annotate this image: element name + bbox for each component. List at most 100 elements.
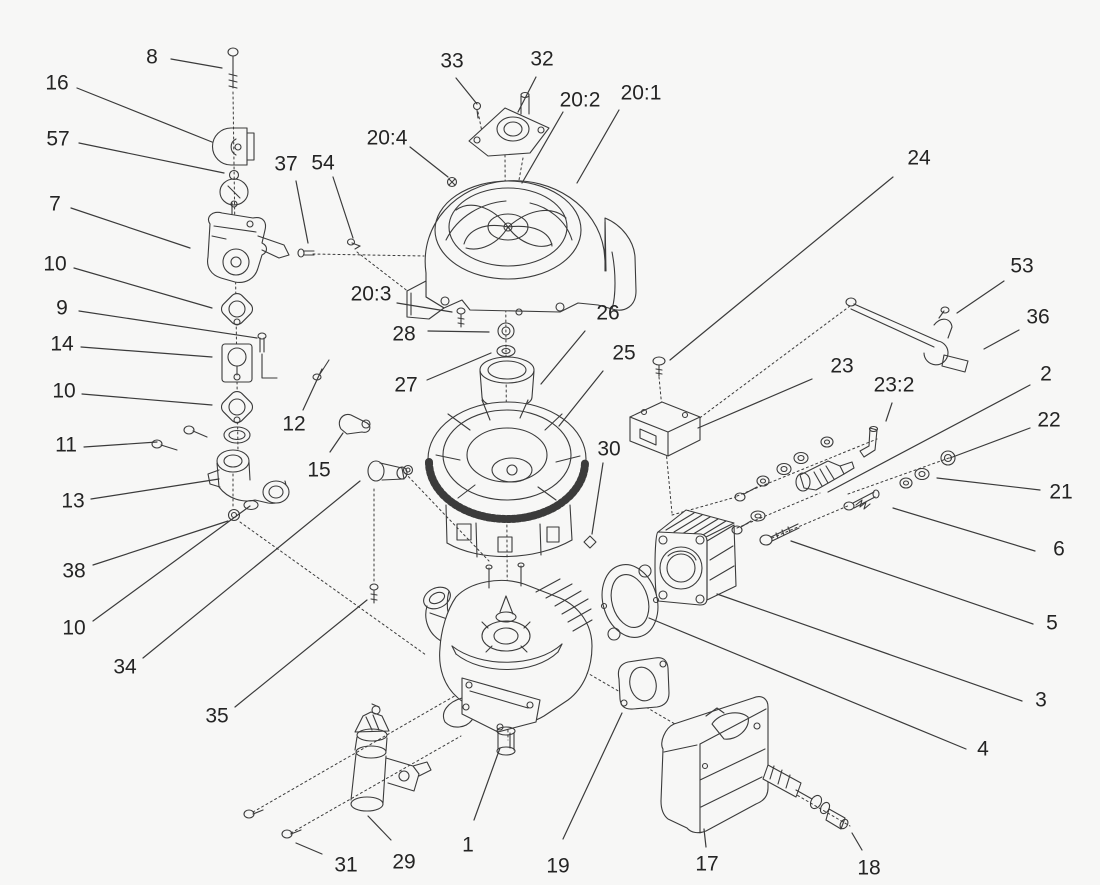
- throttle-linkage-drawing-shape: [823, 439, 831, 445]
- throttle-linkage-drawing: [731, 436, 956, 546]
- engine-block-drawing-shape: [423, 586, 451, 610]
- callout-label-23: 23: [830, 355, 853, 378]
- callout-label-33: 33: [440, 50, 463, 73]
- flywheel-stack-drawing-shape: [425, 458, 589, 523]
- throttle-linkage-drawing-shape: [813, 471, 823, 487]
- spark-plug-drawing-shape: [777, 769, 783, 785]
- callout-leader-28: [427, 330, 490, 333]
- assembly-axis-lines-shape: [252, 693, 459, 813]
- callout-label-54: 54: [311, 152, 335, 175]
- cylinder-head-drawing: [654, 509, 737, 606]
- callout-leader-54: [332, 176, 354, 239]
- cylinder-head-drawing-shape: [654, 531, 708, 606]
- carburetor-intake-stack-drawing-shape: [228, 85, 238, 89]
- engine-block-drawing-shape: [572, 619, 593, 632]
- callout-leader-29: [367, 815, 392, 841]
- callout-leader-21: [936, 477, 1041, 491]
- blower-housing-drawing-shape: [503, 222, 513, 232]
- engine-block-drawing-shape: [535, 578, 561, 593]
- starter-handle-bracket-drawing-shape: [496, 116, 530, 142]
- blower-housing-drawing-shape: [507, 225, 553, 247]
- blower-housing-drawing-shape: [465, 226, 509, 250]
- callout-label-29: 29: [392, 851, 415, 874]
- carburetor-intake-stack-drawing-shape: [212, 127, 248, 166]
- cylinder-head-drawing-shape: [695, 594, 705, 604]
- carburetor-intake-stack-drawing-shape: [268, 485, 284, 499]
- flywheel-stack-drawing-shape: [487, 360, 527, 380]
- assembly-axis-lines-shape: [696, 305, 851, 421]
- cylinder-head-drawing-shape: [665, 512, 695, 531]
- carburetor-intake-stack-drawing-shape: [220, 292, 254, 326]
- muffler-drawing-shape: [705, 707, 725, 717]
- flywheel-stack-drawing-shape: [537, 486, 557, 501]
- assembly-axis-lines: [232, 91, 950, 834]
- throttle-linkage-drawing-shape: [780, 465, 788, 473]
- carburetor-intake-stack-drawing-shape: [262, 480, 290, 504]
- oil-fill-tube-drawing: [243, 703, 432, 839]
- cylinder-head-drawing-shape: [666, 553, 696, 583]
- flywheel-stack-drawing-shape: [481, 399, 491, 421]
- muffler-drawing-shape: [753, 722, 761, 730]
- throttle-linkage-drawing-shape: [740, 520, 752, 528]
- carburetor-intake-stack-drawing: [151, 47, 290, 522]
- spark-plug-drawing-shape: [795, 789, 813, 800]
- callout-leader-10b: [81, 393, 213, 406]
- callout-leader-25: [558, 370, 604, 427]
- blower-housing-drawing-shape: [448, 187, 568, 267]
- oil-fill-tube-drawing-shape: [385, 757, 420, 792]
- governor-lever-drawing-shape: [338, 413, 371, 435]
- callout-label-25: 25: [612, 342, 635, 365]
- callout-label-22: 22: [1037, 409, 1060, 432]
- carburetor-intake-stack-drawing-shape: [246, 220, 254, 228]
- engine-block-drawing-shape: [517, 562, 525, 568]
- callout-leader-20-4: [409, 146, 449, 178]
- governor-rod-drawing-shape: [850, 308, 935, 348]
- assembly-axis-lines-shape: [356, 251, 415, 297]
- engine-block-drawing-shape: [520, 645, 528, 653]
- callout-label-18: 18: [857, 857, 880, 880]
- assembly-axis-lines-shape: [559, 656, 851, 827]
- governor-rod-drawing-shape: [941, 354, 969, 373]
- throttle-linkage-drawing-shape: [731, 525, 743, 535]
- governor-lever-drawing-shape: [351, 242, 361, 247]
- callout-leader-22: [949, 427, 1031, 459]
- carburetor-intake-stack-drawing-shape: [228, 73, 238, 77]
- starter-handle-bracket-drawing-shape: [476, 109, 479, 119]
- oil-fill-tube-drawing-shape: [354, 736, 358, 751]
- callout-label-19: 19: [546, 855, 569, 878]
- engine-block-drawing-shape: [462, 703, 470, 711]
- cylinder-head-drawing-shape: [658, 535, 668, 545]
- blower-housing-drawing-shape: [457, 322, 465, 325]
- throttle-linkage-drawing-shape: [750, 510, 766, 522]
- callout-leader-20-1: [576, 109, 620, 184]
- throttle-linkage-drawing-shape: [759, 478, 767, 484]
- carburetor-intake-stack-drawing-shape: [230, 138, 237, 156]
- throttle-linkage-drawing-shape: [843, 501, 855, 511]
- flywheel-stack-drawing-shape: [475, 522, 478, 558]
- callout-leader-10c: [92, 505, 251, 622]
- carburetor-intake-stack-drawing-shape: [227, 508, 241, 522]
- flywheel-stack-drawing: [425, 322, 597, 558]
- spark-plug-drawing-shape: [809, 794, 823, 810]
- assembly-axis-lines-shape: [477, 111, 483, 133]
- throttle-linkage-drawing-shape: [914, 467, 930, 481]
- engine-block-drawing-shape: [496, 726, 516, 736]
- fuel-tank-bracket-drawing-shape: [655, 368, 663, 371]
- callout-leader-2: [827, 384, 1031, 493]
- cylinder-head-drawing-shape: [706, 524, 737, 601]
- governor-rod-drawing-shape: [845, 297, 857, 307]
- starter-handle-bracket-drawing-shape: [503, 121, 523, 137]
- callout-leader-20-2: [521, 111, 564, 184]
- throttle-linkage-drawing-shape: [902, 480, 910, 486]
- carburetor-intake-stack-drawing-shape: [207, 469, 221, 488]
- callout-label-26: 26: [596, 302, 619, 325]
- callout-label-32: 32: [530, 48, 553, 71]
- oil-fill-tube-drawing-shape: [350, 753, 357, 801]
- callout-leader-7: [70, 207, 191, 249]
- callout-leader-6: [892, 507, 1036, 552]
- callout-leader-16: [76, 87, 213, 143]
- throttle-linkage-drawing-shape: [852, 491, 875, 504]
- callout-leader-10a: [73, 267, 213, 309]
